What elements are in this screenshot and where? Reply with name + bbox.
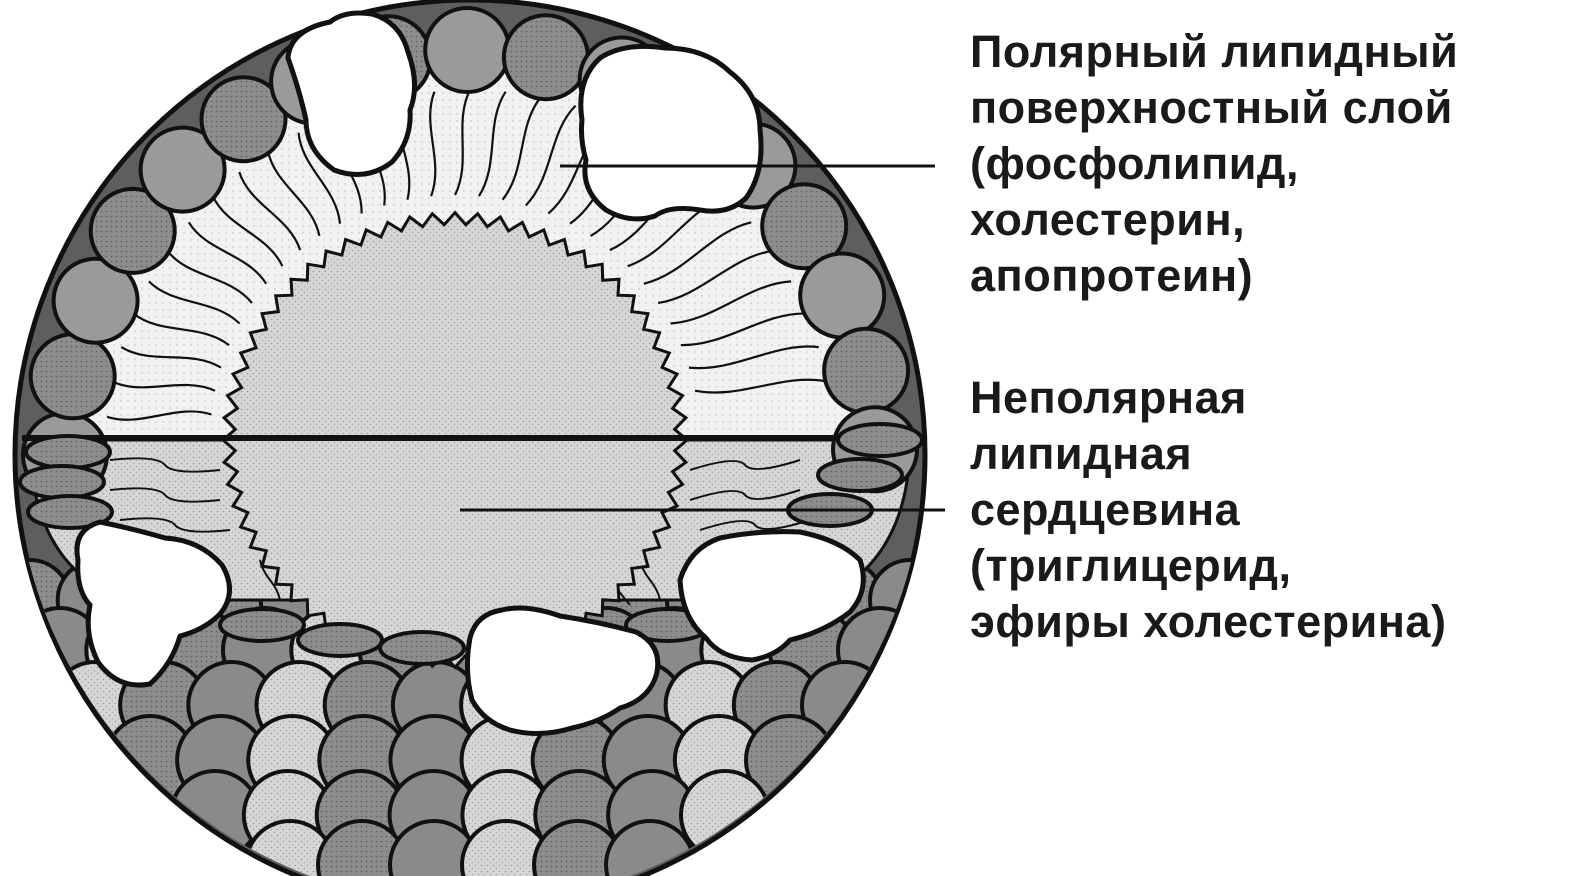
- nonpolar-core-label-line: (триглицерид,: [970, 538, 1446, 594]
- nonpolar-core-label-line: Неполярная: [970, 370, 1446, 426]
- phospholipid-head: [504, 15, 588, 99]
- phospholipid-head-cut: [220, 609, 304, 641]
- phospholipid-head: [800, 254, 884, 338]
- polar-layer-label-line: апопротеин): [970, 248, 1458, 304]
- phospholipid-head-cut: [838, 424, 922, 456]
- polar-layer-label-line: (фосфолипид,: [970, 136, 1458, 192]
- nonpolar-core-label: Неполярная липидная сердцевина (триглице…: [970, 370, 1446, 650]
- nonpolar-core-label-line: эфиры холестерина): [970, 594, 1446, 650]
- phospholipid-head: [824, 329, 908, 413]
- phospholipid-head-cut: [380, 632, 464, 664]
- nonpolar-core-label-line: сердцевина: [970, 482, 1446, 538]
- phospholipid-head: [681, 771, 769, 859]
- polar-layer-label: Полярный липидный поверхностный слой (фо…: [970, 24, 1458, 304]
- phospholipid-head-cut: [20, 466, 104, 498]
- polar-layer-label-line: Полярный липидный: [970, 24, 1458, 80]
- phospholipid-head-cut: [818, 459, 902, 491]
- nonpolar-core-label-line: липидная: [970, 426, 1446, 482]
- phospholipid-head: [425, 8, 509, 92]
- phospholipid-head-cut: [298, 624, 382, 656]
- polar-layer-label-line: холестерин,: [970, 192, 1458, 248]
- polar-layer-label-line: поверхностный слой: [970, 80, 1458, 136]
- phospholipid-head: [31, 334, 115, 418]
- apoprotein-top-right: [581, 46, 761, 219]
- phospholipid-head-cut: [26, 436, 110, 468]
